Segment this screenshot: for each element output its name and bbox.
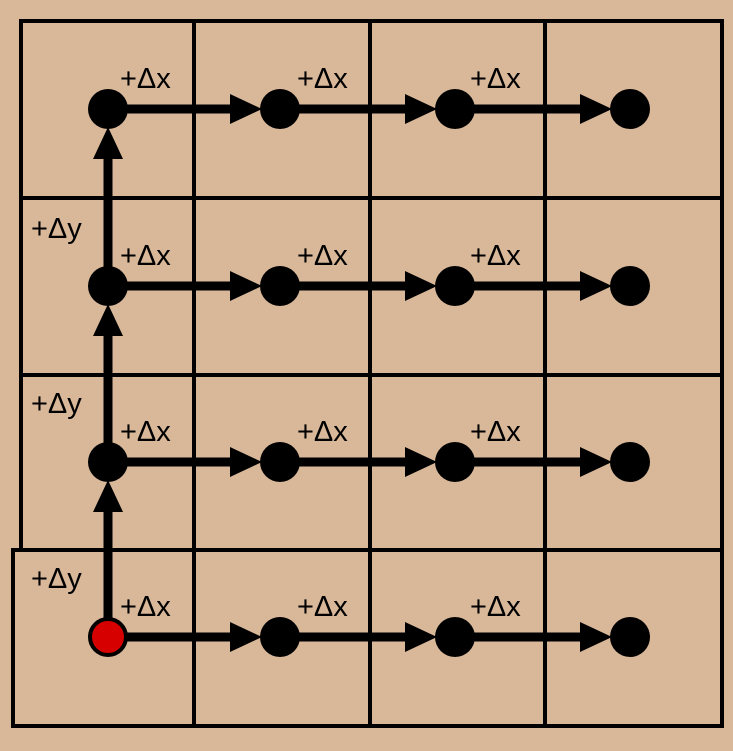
node bbox=[610, 266, 650, 306]
node bbox=[88, 442, 128, 482]
arrow-head-y bbox=[93, 480, 123, 512]
node bbox=[260, 442, 300, 482]
arrow-head-x bbox=[230, 94, 262, 124]
node bbox=[435, 89, 475, 129]
arrow-head-x bbox=[230, 622, 262, 652]
node bbox=[610, 617, 650, 657]
arrow-head-x bbox=[580, 622, 612, 652]
node bbox=[88, 266, 128, 306]
node bbox=[435, 617, 475, 657]
start-node bbox=[88, 617, 128, 657]
delta-x-label: +Δx bbox=[470, 240, 521, 272]
node bbox=[260, 266, 300, 306]
arrow-head-x bbox=[230, 271, 262, 301]
delta-x-label: +Δx bbox=[120, 591, 171, 623]
nodes bbox=[88, 89, 650, 657]
arrow-head-y bbox=[93, 304, 123, 336]
node bbox=[260, 89, 300, 129]
node bbox=[435, 442, 475, 482]
delta-y-label: +Δy bbox=[31, 388, 82, 420]
delta-x-label: +Δx bbox=[470, 416, 521, 448]
step-labels: +Δx +Δx +Δx +Δx +Δx +Δx +Δx +Δx +Δx +Δx +Δx +Δx +Δy +… bbox=[31, 63, 521, 623]
delta-x-label: +Δx bbox=[470, 591, 521, 623]
arrow-head-x bbox=[230, 447, 262, 477]
node bbox=[610, 89, 650, 129]
arrow-head-x bbox=[580, 94, 612, 124]
arrow-head-x bbox=[580, 271, 612, 301]
arrow-head-x bbox=[405, 271, 437, 301]
delta-x-label: +Δx bbox=[297, 416, 348, 448]
delta-y-label: +Δy bbox=[31, 563, 82, 595]
delta-x-label: +Δx bbox=[297, 240, 348, 272]
arrow-head-x bbox=[405, 447, 437, 477]
node bbox=[435, 266, 475, 306]
delta-x-label: +Δx bbox=[470, 63, 521, 95]
node bbox=[260, 617, 300, 657]
arrow-head-y bbox=[93, 127, 123, 159]
arrow-head-x bbox=[405, 622, 437, 652]
arrow-head-x bbox=[405, 94, 437, 124]
delta-x-label: +Δx bbox=[120, 416, 171, 448]
node bbox=[610, 442, 650, 482]
node bbox=[88, 89, 128, 129]
delta-x-label: +Δx bbox=[120, 63, 171, 95]
delta-y-label: +Δy bbox=[31, 213, 82, 245]
delta-x-label: +Δx bbox=[120, 240, 171, 272]
arrows bbox=[93, 94, 612, 652]
delta-x-label: +Δx bbox=[297, 63, 348, 95]
arrow-head-x bbox=[580, 447, 612, 477]
delta-x-label: +Δx bbox=[297, 591, 348, 623]
